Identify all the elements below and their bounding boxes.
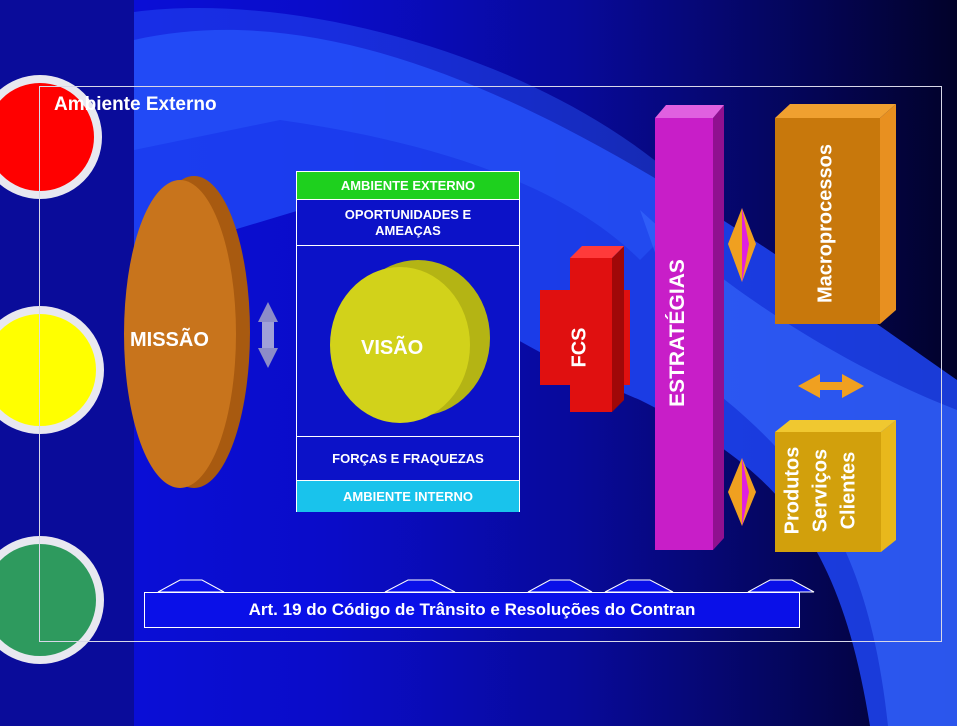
mission-vision-arrow — [258, 302, 278, 368]
strategy-macro-arrow — [728, 208, 756, 282]
mission-disc — [124, 180, 236, 488]
opportunities-band: OPORTUNIDADES E AMEAÇAS — [297, 200, 519, 246]
internal-env-band: AMBIENTE INTERNO — [297, 480, 519, 512]
traffic-light-red — [0, 75, 102, 199]
vision-label: VISÃO — [361, 337, 424, 359]
products-label: Produtos — [781, 446, 804, 535]
products-box: Produtos Serviços Clientes — [778, 432, 882, 550]
legal-basis-bar: Art. 19 do Código de Trânsito e Resoluçõ… — [144, 592, 800, 628]
products-box-shape — [775, 420, 896, 552]
clients-label: Clientes — [837, 451, 860, 530]
external-env-band: AMBIENTE EXTERNO — [297, 172, 519, 200]
external-environment-frame — [39, 86, 942, 642]
macroprocess-box — [775, 104, 896, 324]
macroprocess-label: Macroprocessos — [814, 144, 837, 303]
up-arrows — [157, 579, 815, 593]
strategies-pillar — [655, 105, 724, 550]
forces-band: FORÇAS E FRAQUEZAS — [297, 436, 519, 480]
fcs-cross — [540, 246, 630, 412]
traffic-light-green — [0, 536, 104, 664]
traffic-light-yellow — [0, 306, 104, 434]
macro-products-arrow — [798, 374, 864, 398]
services-label: Serviços — [809, 448, 832, 533]
strategy-products-arrow — [728, 458, 756, 526]
light-beam-inner — [134, 8, 700, 260]
fcs-label: FCS — [568, 327, 591, 368]
mission-label: MISSÃO — [130, 329, 209, 351]
strategies-label: ESTRATÉGIAS — [666, 259, 689, 407]
environment-title: Ambiente Externo — [54, 94, 217, 115]
